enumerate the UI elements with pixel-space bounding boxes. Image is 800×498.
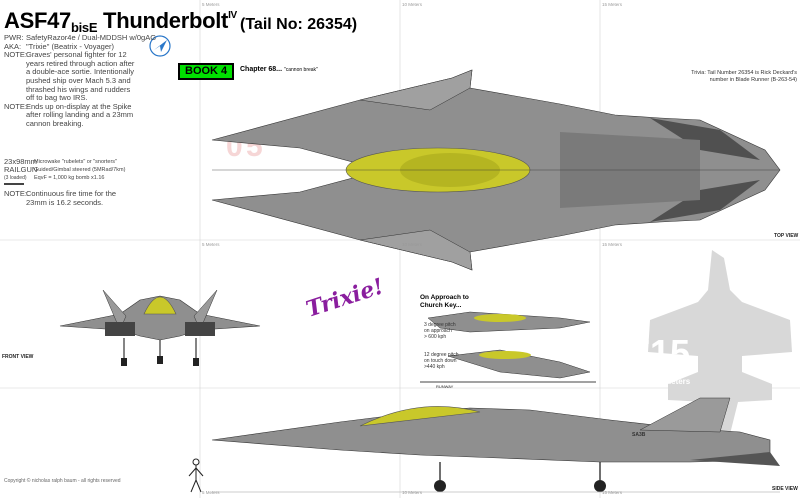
weapon-line3: EqvF = 1,000 kg bomb x1.16 [34,175,105,181]
approach-note-1-line: > 600 kph [424,334,447,340]
spec-value: "Trixie" (Beatrix - Voyager) [26,41,114,51]
fire-note-key: NOTE: [4,189,27,198]
title-tail: Thunderbolt [97,8,229,33]
title-sub: bisE [70,20,98,35]
trivia-line2: number in Blade Runner (B-263-54) [709,77,797,83]
weapon-size: 23x98mm [4,157,37,166]
title-sup: IV [228,10,237,21]
spec-key: PWR: [4,33,24,42]
side-view-aircraft [211,397,780,493]
meter-mark: 15 Meters [602,2,623,7]
weapon-line2: Guided/Gimbal steered (5MRad/7km) [34,167,126,173]
weapon-loaded: (3 loaded) [4,175,27,181]
top-view-aircraft [211,69,781,271]
approach-title: On Approach to Church Key... [420,294,469,310]
copyright: Copyright © nicholas ralph baum - all ri… [4,478,121,484]
weapon-railgun: RAILGUN [4,165,38,174]
spec-key: NOTE: [4,101,27,111]
approach-note-2-line: 12 degree pitch [424,352,459,358]
human-scale-figure [188,458,204,493]
spec-value: off to bag two IRS. [26,93,88,103]
approach-aircraft-2 [420,349,596,383]
side-view-label: SIDE VIEW [772,486,798,492]
approach-note-2: 12 degree pitch on touch down >440 kph [424,352,458,370]
meter-mark: 15 Meters [602,242,623,247]
spec-value: after rolling landing and a 23mm [26,110,134,120]
spec-block: PWR:SafetyRazor4e / Dual-MDDSH w/0gAG AKA… [4,33,179,134]
fire-note: NOTE: Continuous fire time for the 23mm … [4,189,164,210]
meter-mark: 10 Meters [402,2,423,7]
f15-silhouette [648,250,792,442]
meter-mark: 10 Meters [402,490,423,495]
spec-value: pushed ship over Mach 5.3 and [26,76,131,85]
fire-note-l1: Continuous fire time for the [26,189,117,198]
approach-title1: On Approach to [420,294,469,301]
chapter-text: Chapter 68... [240,66,283,73]
approach-note-2-line: on touch down [424,358,457,364]
approach-note-1-line: on approach [424,328,452,334]
book-badge: BOOK 4 [178,63,235,80]
spec-key: NOTE: [4,50,27,60]
front-view-label: FRONT VIEW [2,354,34,360]
approach-note-1-line: 3 degree pitch [424,322,456,328]
runway-label: RUNWAY [436,384,454,389]
approach-note-1: 3 degree pitch on approach > 600 kph [424,322,456,340]
trivia-line1: Trivia: Tail Number 26354 is Rick Deckar… [691,70,797,76]
spec-key: AKA: [4,41,22,51]
front-view-aircraft [59,289,261,366]
chapter-label: Chapter 68... "cannon break" [240,66,318,73]
title-main: ASF47 [4,8,71,33]
weapon-line1: Microwake "rubelets" or "snorters" [34,159,118,165]
wing-mark: SA3B [632,432,646,438]
weapons-block: 23x98mm RAILGUN (3 loaded) Microwake "ru… [4,157,204,188]
approach-note-2-line: >440 kph [424,364,445,370]
meter-mark: 10 Meters [402,242,423,247]
meter-mark: 5 Meters [202,2,220,7]
tail-number: (Tail No: 26354) [240,16,358,33]
spec-value: a double-ace sortie. Intentionally [26,67,134,77]
approach-aircraft-1 [427,311,591,333]
approach-title2: Church Key... [420,302,462,309]
compass-icon [149,35,171,57]
spec-value: SafetyRazor4e / Dual-MDDSH w/0gAG [26,33,157,42]
f15-length: - 15 meters [648,377,691,386]
meter-mark: 5 Meters [202,490,220,495]
fire-note-l2: 23mm is 16.2 seconds. [26,198,104,207]
spec-value: years retired through action after [26,58,135,68]
spec-value: Ends up on-display at the Spike [26,101,132,111]
top-view-label: TOP VIEW [774,233,799,239]
spec-value: thrashed his wings and rudders [26,84,131,94]
page-title: ASF47bisE ThunderboltIV [4,8,237,35]
spec-value: cannon breaking. [26,119,84,128]
meter-mark: 15 Meters [602,490,623,495]
railgun-icon [4,183,24,185]
spec-value: Graves' personal fighter for 12 [26,50,127,60]
trivia-note: Trivia: Tail Number 26354 is Rick Deckar… [617,70,797,84]
meter-mark: 5 Meters [202,242,220,247]
chapter-quote: "cannon break" [283,67,318,73]
f15-label: F15 [628,332,691,373]
